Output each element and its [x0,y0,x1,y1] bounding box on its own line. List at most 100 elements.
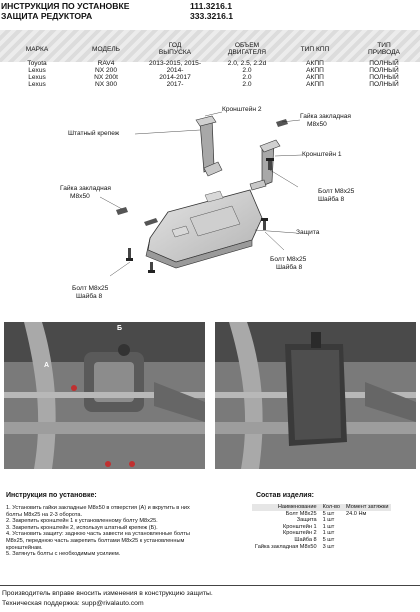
label-bolt-mid: Болт М8х25 [270,256,307,263]
marker-b: Б [117,325,123,332]
cell-qty: 1 шт [322,530,335,537]
cell-name: Кронштейн 2 [283,530,317,537]
cell-engine: 2.0 [242,67,252,74]
table-row: Болт М8х25 5 шт 24.0 Нм [252,511,391,518]
cell-torque [343,530,391,537]
fastener-bolt-right [266,158,274,170]
cell-model: RAV4 [97,60,115,67]
cell-drive: ПОЛНЫЙ [369,67,399,74]
contents-title: Состав изделия: [256,492,314,499]
product-code-1: 111.3216.1 [190,1,233,11]
cell-name: Защита [296,517,317,524]
instruction-step: 1. Установить гайки закладные М8х50 в от… [6,505,190,511]
cell-brand: Toyota [27,60,47,67]
fastener-nut-left [116,207,158,226]
cell-name: Шайба 8 [294,536,317,543]
cell-drive: ПОЛНЫЙ [369,60,399,67]
label-nut-top: Гайка закладная [300,113,351,120]
cell-gearbox: АКПП [306,60,324,67]
cell-engine: 2.0 [242,81,252,88]
cell-year: 2014-2017 [159,74,191,81]
cell-engine: 2.0 [242,74,252,81]
label-washer-right: Шайба 8 [318,196,345,203]
cell-gearbox: АКПП [306,67,324,74]
cell-drive: ПОЛНЫЙ [369,81,399,88]
col-engine: ОБЪЕМ ДВИГАТЕЛЯ [227,42,267,56]
instruction-step: кронштейнам. [6,544,43,551]
instruction-step: 2. Закрепить кронштейн 1 к установленном… [6,518,158,525]
col-name: Наименование [277,504,317,510]
footer-divider [0,585,420,586]
photo-before-install: Б A [4,322,205,469]
footer-disclaimer: Производитель вправе вносить изменения в… [2,590,213,597]
fastener-bolt-mid [261,218,268,230]
cell-torque [343,524,391,531]
col-brand: МАРКА [25,45,49,53]
label-bracket-1: Кронштейн 1 [302,151,342,158]
table-row: Кронштейн 1 1 шт [252,524,391,531]
label-bolt-right: Болт М8х25 [318,188,355,195]
cell-name: Гайка закладная М8х50 [255,543,317,550]
cell-model: NX 200t [94,74,118,81]
bracket-1 [249,139,281,191]
table-row: Toyota RAV4 2013-2015, 2015- 2.0, 2.5, 2… [0,60,420,67]
table-row: Lexus NX 300 2017- 2.0 АКПП ПОЛНЫЙ [0,81,420,88]
label-protection: Защита [296,229,320,236]
title-line-1: ИНСТРУКЦИЯ ПО УСТАНОВКЕ [1,1,130,11]
photo-after-install [215,322,416,469]
cell-gearbox: АКПП [306,81,324,88]
table-row: Кронштейн 2 1 шт [252,530,391,537]
fastener-bolt-left [126,248,155,273]
cell-torque [343,537,391,544]
product-code-2: 333.3216.1 [190,11,234,21]
col-torque: Момент затяжки [346,504,389,510]
contents-table: Наименование Кол-во Момент затяжки Болт … [252,504,392,551]
cell-torque: 24.0 Нм [346,510,367,517]
label-nut-left: Гайка закладная [60,185,111,192]
cell-year: 2014- [166,67,184,74]
col-gearbox: ТИП КПП [300,45,330,53]
instruction-step: 3. Закрепить кронштейн 2, используя штат… [6,524,158,531]
cell-engine: 2.0, 2.5, 2.2d [227,60,267,67]
vehicle-table: МАРКА МОДЕЛЬ ГОД ВЫПУСКА ОБЪЕМ ДВИГАТЕЛЯ… [0,38,420,88]
cell-qty: 3 шт [322,543,335,550]
assembly-diagram [99,111,303,277]
label-standard-mount: Штатный крепеж [68,130,120,137]
cell-brand: Lexus [28,67,46,74]
cell-model: NX 300 [95,81,117,88]
photo-after-drawing [215,322,416,469]
cell-qty: 1 шт [322,517,335,524]
instruction-step: М8х25, переднюю часть закрепить болтами … [6,537,185,544]
label-nut-top-size: М8х50 [307,121,327,128]
cell-drive: ПОЛНЫЙ [369,74,399,81]
col-qty: Кол-во [322,504,340,510]
photo-before-drawing [4,322,205,469]
cell-brand: Lexus [28,74,46,81]
label-washer-mid: Шайба 8 [276,264,303,271]
instruction-step: 5. Затянуть болты с необходимым усилием. [6,551,121,558]
fastener-nut-top [276,119,288,127]
bracket-2 [195,115,223,177]
table-row: Защита 1 шт [252,517,391,524]
cell-qty: 5 шт [322,510,335,517]
col-year: ГОД ВЫПУСКА [158,42,192,56]
footer-support: Техническая поддержка: supp@rivalauto.co… [2,600,144,607]
vehicle-table-header: МАРКА МОДЕЛЬ ГОД ВЫПУСКА ОБЪЕМ ДВИГАТЕЛЯ… [0,38,420,60]
cell-model: NX 200 [95,67,117,74]
cell-brand: Lexus [28,81,46,88]
label-washer-left: Шайба 8 [76,293,103,300]
label-nut-left-size: М8х50 [70,193,90,200]
table-row: Lexus NX 200t 2014-2017 2.0 АКПП ПОЛНЫЙ [0,74,420,81]
instruction-step: болты М8х25 на 2-3 оборота. [6,511,83,518]
cell-gearbox: АКПП [306,74,324,81]
cell-name: Кронштейн 1 [283,523,317,530]
cell-name: Болт М8х25 [285,510,317,517]
col-model: МОДЕЛЬ [92,45,120,53]
table-row: Гайка закладная М8х50 3 шт [252,544,391,551]
col-drive: ТИП ПРИВОДА [368,42,400,56]
title-line-2: ЗАЩИТА РЕДУКТОРА [1,11,93,21]
cell-qty: 1 шт [322,523,335,530]
marker-a: A [44,362,50,369]
instructions-title: Инструкция по установке: [6,492,97,499]
cell-year: 2017- [166,81,184,88]
